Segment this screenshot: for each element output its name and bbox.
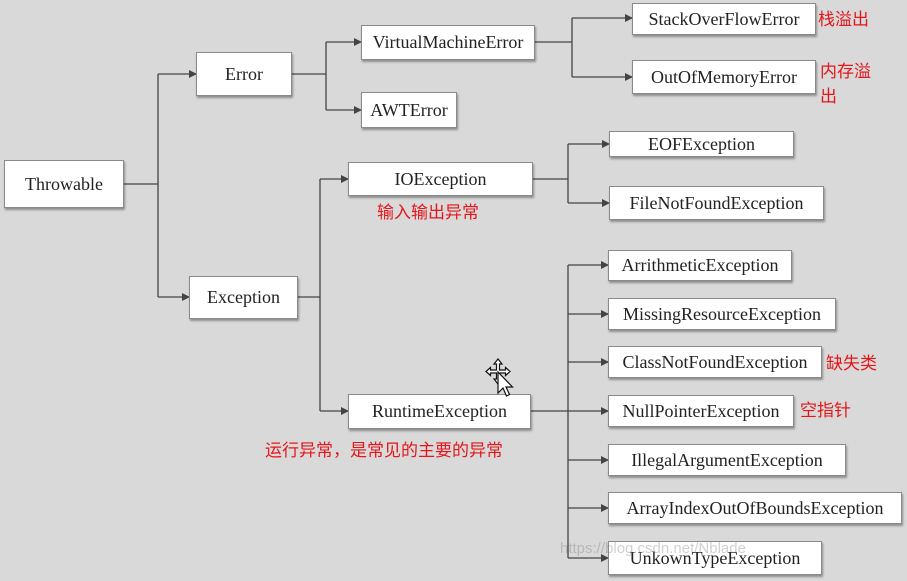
node-error: Error xyxy=(196,52,292,96)
node-throwable: Throwable xyxy=(4,160,124,208)
node-eof-exception: EOFException xyxy=(609,131,794,157)
note-out-of-memory-line1: 内存溢 xyxy=(820,62,871,82)
node-exception: Exception xyxy=(189,276,298,319)
node-unknown-type-exception: UnkownTypeException xyxy=(608,541,822,575)
note-runtime: 运行异常，是常见的主要的异常 xyxy=(265,441,503,461)
node-file-not-found-exception: FileNotFoundException xyxy=(609,186,824,220)
node-missing-resource-exception: MissingResourceException xyxy=(608,298,836,330)
node-null-pointer-exception: NullPointerException xyxy=(608,395,794,427)
node-out-of-memory-error: OutOfMemoryError xyxy=(632,60,816,94)
node-illegal-argument-exception: IllegalArgumentException xyxy=(608,444,846,476)
node-virtual-machine-error: VirtualMachineError xyxy=(361,25,535,60)
node-awt-error: AWTError xyxy=(361,92,457,128)
note-stack-overflow: 栈溢出 xyxy=(818,10,869,30)
node-array-index-out-of-bounds-exception: ArrayIndexOutOfBoundsException xyxy=(608,492,902,524)
note-class-not-found: 缺失类 xyxy=(826,354,877,374)
note-null-pointer: 空指针 xyxy=(800,401,851,421)
node-runtime-exception: RuntimeException xyxy=(348,394,531,429)
node-stack-overflow-error: StackOverFlowError xyxy=(632,3,816,35)
note-io: 输入输出异常 xyxy=(377,203,479,223)
watermark: https://blog.csdn.net/Nblade xyxy=(560,540,746,557)
note-out-of-memory-line2: 出 xyxy=(820,87,837,107)
node-arithmetic-exception: ArrithmeticException xyxy=(608,250,792,281)
move-cursor-icon xyxy=(485,358,514,397)
node-class-not-found-exception: ClassNotFoundException xyxy=(608,346,822,378)
node-io-exception: IOException xyxy=(348,162,533,196)
